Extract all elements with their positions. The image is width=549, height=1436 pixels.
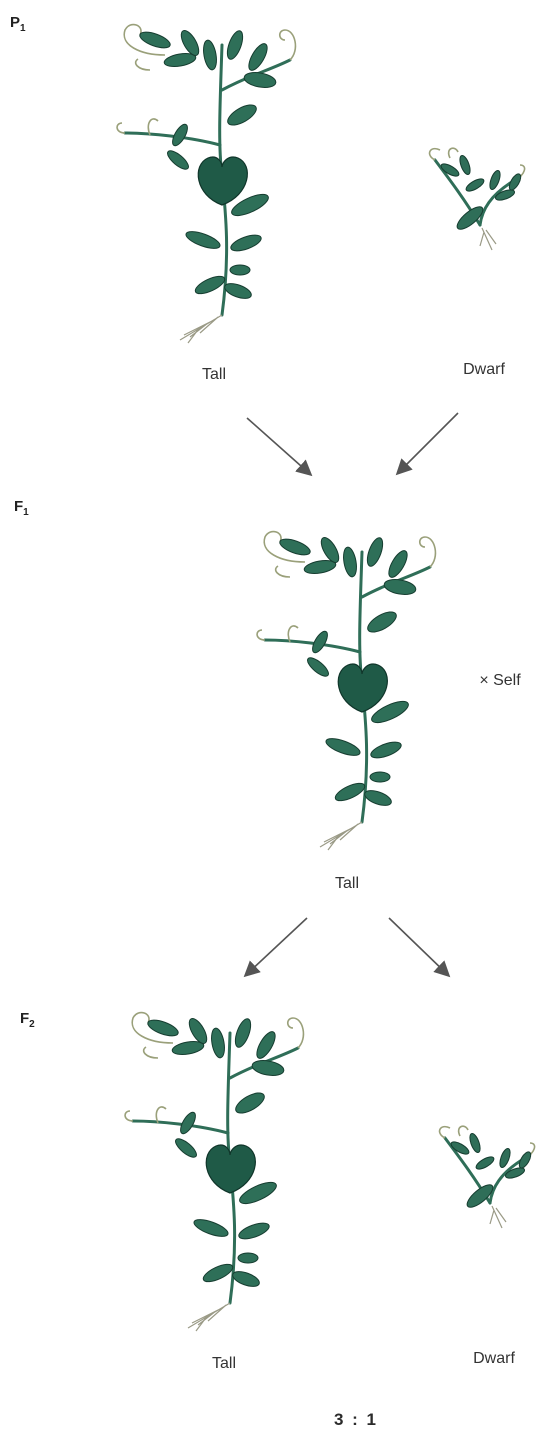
- tall-plant-drawing: [125, 1013, 303, 1331]
- dwarf-plant-drawing: [440, 1126, 535, 1228]
- self-cross-label: × Self: [479, 672, 520, 690]
- f2-dwarf-label: Dwarf: [473, 1350, 515, 1368]
- phenotype-ratio: 3 : 1: [334, 1410, 378, 1430]
- dwarf-plant-f2: [430, 1118, 540, 1238]
- tall-plant-drawing: [257, 532, 435, 850]
- arrow-f1-to-f2-tall: [246, 918, 307, 975]
- arrow-p1-tall-to-f1: [247, 418, 310, 474]
- arrow-f1-to-f2-dwarf: [389, 918, 448, 975]
- arrow-p1-dwarf-to-f1: [398, 413, 458, 473]
- f2-tall-label: Tall: [212, 1355, 236, 1373]
- tall-plant-f2: [118, 1003, 318, 1333]
- tall-plant-f1: [250, 522, 450, 852]
- f1-tall-label: Tall: [335, 875, 359, 893]
